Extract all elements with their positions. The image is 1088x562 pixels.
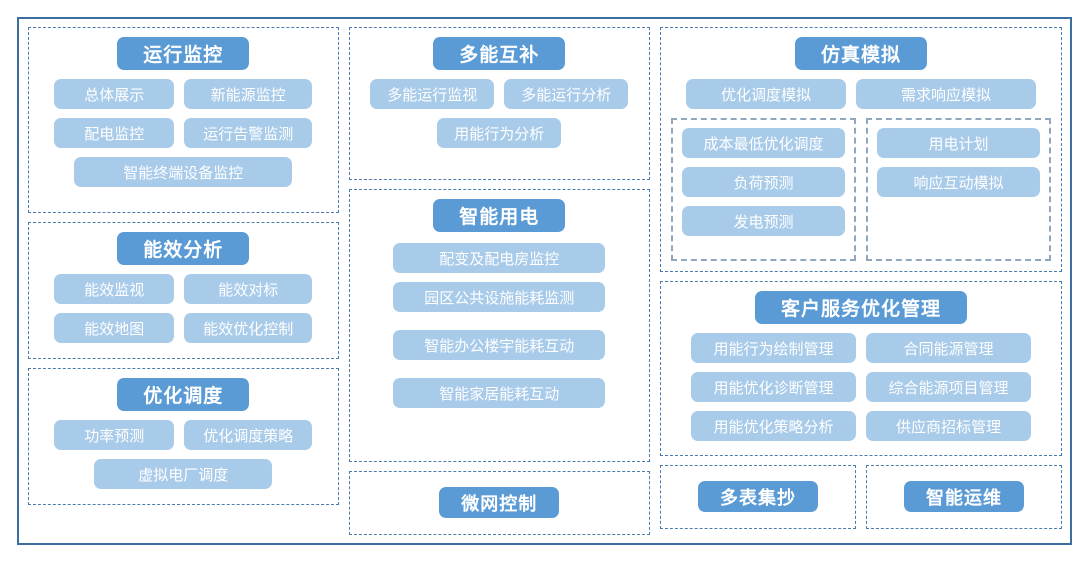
item-efficiency-optimization-control[interactable]: 能效优化控制 — [184, 313, 313, 343]
item-efficiency-benchmarking[interactable]: 能效对标 — [184, 274, 313, 304]
row: 总体展示 新能源监控 — [39, 79, 328, 109]
middle-column: 多能互补 多能运行监视 多能运行分析 用能行为分析 智能用电 配变及配电房监控 … — [348, 27, 650, 540]
item-lowest-cost-optimal-dispatch[interactable]: 成本最低优化调度 — [682, 128, 845, 158]
panel-optimal-dispatch[interactable]: 优化调度 功率预测 优化调度策略 虚拟电厂调度 — [28, 368, 339, 505]
panel-title-multi-energy-complementarity: 多能互补 — [433, 37, 566, 70]
item-virtual-power-plant-dispatch[interactable]: 虚拟电厂调度 — [94, 459, 273, 489]
panel-title-energy-efficiency-analysis: 能效分析 — [117, 232, 250, 265]
row: 能效地图 能效优化控制 — [39, 313, 328, 343]
item-smart-office-building-energy-interaction[interactable]: 智能办公楼宇能耗互动 — [393, 330, 606, 360]
panel-title-multi-meter-reading: 多表集抄 — [698, 481, 818, 512]
item-park-public-facility-energy-monitoring[interactable]: 园区公共设施能耗监测 — [393, 282, 606, 312]
item-energy-behavior-analysis[interactable]: 用能行为分析 — [437, 118, 562, 148]
items-stack: 配变及配电房监控 园区公共设施能耗监测 智能办公楼宇能耗互动 智能家居能耗互动 — [360, 241, 640, 408]
panel-multi-meter-reading[interactable]: 多表集抄 — [660, 465, 856, 529]
row: 能效监视 能效对标 — [39, 274, 328, 304]
item-supplier-bidding-management[interactable]: 供应商招标管理 — [866, 411, 1031, 441]
row: 功率预测 优化调度策略 — [39, 420, 328, 450]
row: 用能优化策略分析 供应商招标管理 — [671, 411, 1051, 441]
panel-title-operation-monitoring: 运行监控 — [117, 37, 250, 70]
subgroup-demand-response-simulation[interactable]: 用电计划 响应互动模拟 — [866, 118, 1051, 261]
item-new-energy-monitoring[interactable]: 新能源监控 — [184, 79, 313, 109]
item-optimal-dispatch-simulation[interactable]: 优化调度模拟 — [686, 79, 846, 109]
item-distribution-monitoring[interactable]: 配电监控 — [54, 118, 175, 148]
item-operation-alarm-monitoring[interactable]: 运行告警监测 — [184, 118, 313, 148]
item-electricity-plan[interactable]: 用电计划 — [877, 128, 1040, 158]
panel-operation-monitoring[interactable]: 运行监控 总体展示 新能源监控 配电监控 运行告警监测 智能终端设备监控 — [28, 27, 339, 213]
panel-title-smart-operation-maintenance: 智能运维 — [904, 481, 1024, 512]
panel-simulation[interactable]: 仿真模拟 优化调度模拟 需求响应模拟 成本最低优化调度 负荷预测 发电预测 用电… — [660, 27, 1062, 272]
item-multi-energy-operation-analysis[interactable]: 多能运行分析 — [504, 79, 629, 109]
item-generation-forecast[interactable]: 发电预测 — [682, 206, 845, 236]
item-optimal-dispatch-strategy[interactable]: 优化调度策略 — [184, 420, 313, 450]
panel-smart-electricity-use[interactable]: 智能用电 配变及配电房监控 园区公共设施能耗监测 智能办公楼宇能耗互动 智能家居… — [348, 189, 650, 462]
row: 虚拟电厂调度 — [39, 459, 328, 489]
item-contract-energy-management[interactable]: 合同能源管理 — [866, 333, 1031, 363]
row: 智能终端设备监控 — [39, 157, 328, 187]
item-load-forecast[interactable]: 负荷预测 — [682, 167, 845, 197]
item-power-forecast[interactable]: 功率预测 — [54, 420, 175, 450]
row: 多能运行监视 多能运行分析 — [360, 79, 640, 109]
panel-multi-energy-complementarity[interactable]: 多能互补 多能运行监视 多能运行分析 用能行为分析 — [348, 27, 650, 180]
columns-container: 运行监控 总体展示 新能源监控 配电监控 运行告警监测 智能终端设备监控 能效分… — [28, 27, 1062, 540]
simulation-subgroups: 成本最低优化调度 负荷预测 发电预测 用电计划 响应互动模拟 — [671, 118, 1051, 261]
panel-smart-operation-maintenance[interactable]: 智能运维 — [866, 465, 1062, 529]
item-smart-home-energy-interaction[interactable]: 智能家居能耗互动 — [393, 378, 606, 408]
item-multi-energy-operation-monitoring[interactable]: 多能运行监视 — [370, 79, 495, 109]
item-smart-terminal-device-monitoring[interactable]: 智能终端设备监控 — [74, 157, 293, 187]
subgroup-dispatch-simulation[interactable]: 成本最低优化调度 负荷预测 发电预测 — [671, 118, 856, 261]
item-integrated-energy-project-management[interactable]: 综合能源项目管理 — [866, 372, 1031, 402]
item-overall-display[interactable]: 总体展示 — [54, 79, 175, 109]
row: 配电监控 运行告警监测 — [39, 118, 328, 148]
item-response-interaction-simulation[interactable]: 响应互动模拟 — [877, 167, 1040, 197]
panel-energy-efficiency-analysis[interactable]: 能效分析 能效监视 能效对标 能效地图 能效优化控制 — [28, 222, 339, 359]
panel-title-optimal-dispatch: 优化调度 — [117, 378, 250, 411]
left-column: 运行监控 总体展示 新能源监控 配电监控 运行告警监测 智能终端设备监控 能效分… — [28, 27, 339, 540]
item-demand-response-simulation[interactable]: 需求响应模拟 — [856, 79, 1036, 109]
right-column: 仿真模拟 优化调度模拟 需求响应模拟 成本最低优化调度 负荷预测 发电预测 用电… — [660, 27, 1062, 540]
item-energy-optimization-diagnosis-management[interactable]: 用能优化诊断管理 — [691, 372, 856, 402]
panel-title-smart-electricity-use: 智能用电 — [433, 199, 566, 232]
row: 优化调度模拟 需求响应模拟 — [671, 79, 1051, 109]
row: 用能行为绘制管理 合同能源管理 — [671, 333, 1051, 363]
panel-title-customer-service-optimization: 客户服务优化管理 — [754, 291, 967, 324]
panel-title-simulation: 仿真模拟 — [794, 37, 927, 70]
row: 用能优化诊断管理 综合能源项目管理 — [671, 372, 1051, 402]
item-energy-behavior-profiling-management[interactable]: 用能行为绘制管理 — [691, 333, 856, 363]
panel-title-microgrid-control: 微网控制 — [439, 487, 560, 518]
item-efficiency-map[interactable]: 能效地图 — [54, 313, 175, 343]
item-efficiency-monitoring[interactable]: 能效监视 — [54, 274, 175, 304]
panel-customer-service-optimization[interactable]: 客户服务优化管理 用能行为绘制管理 合同能源管理 用能优化诊断管理 综合能源项目… — [660, 281, 1062, 456]
right-bottom-row: 多表集抄 智能运维 — [660, 465, 1062, 529]
item-energy-optimization-strategy-analysis[interactable]: 用能优化策略分析 — [691, 411, 856, 441]
row: 用能行为分析 — [360, 118, 640, 148]
item-transformer-substation-monitoring[interactable]: 配变及配电房监控 — [393, 243, 606, 273]
panel-microgrid-control[interactable]: 微网控制 — [348, 471, 650, 535]
